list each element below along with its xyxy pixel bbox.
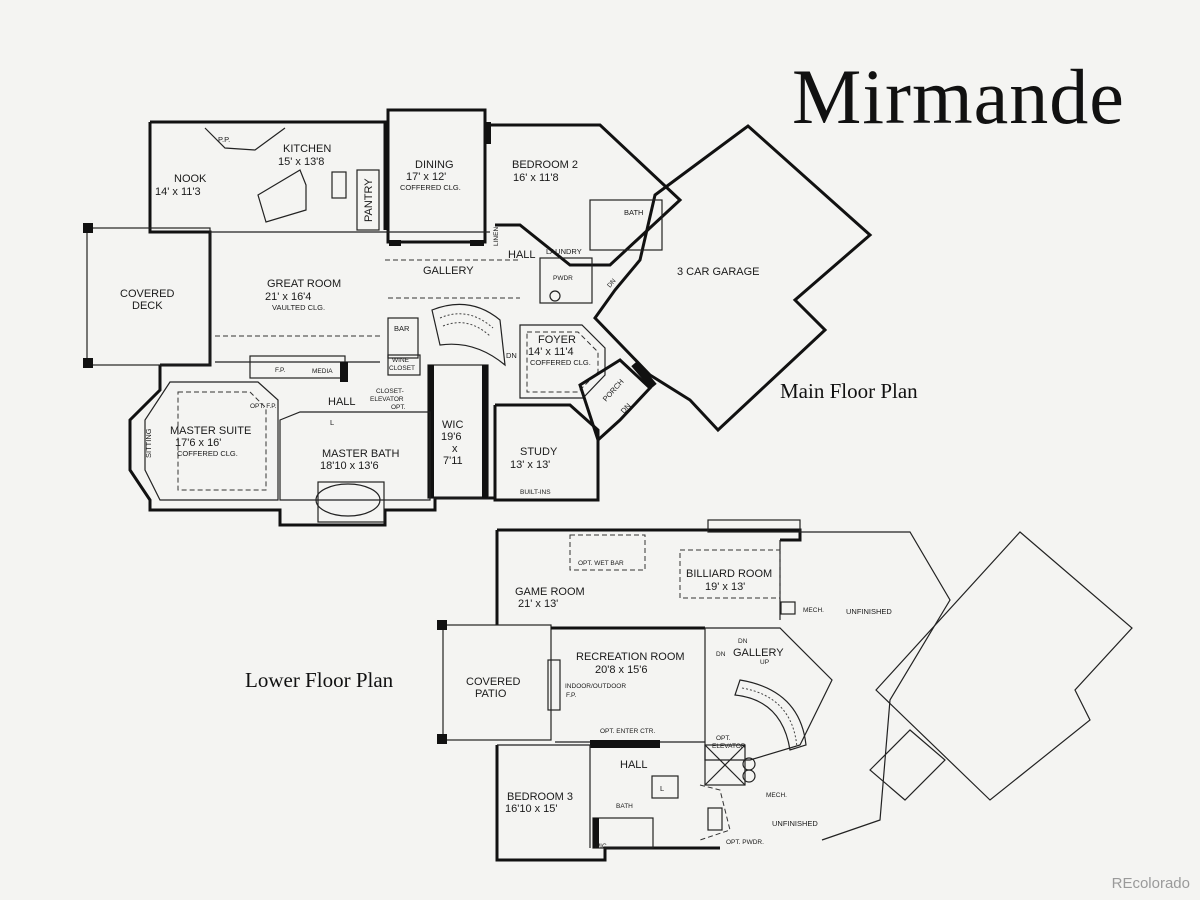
dn-label-porch: DN: [619, 401, 633, 415]
elevator-opt-label: OPT.: [391, 404, 406, 411]
dn-label-gallery-top: DN: [738, 638, 748, 645]
gallery-label-main: GALLERY: [423, 265, 474, 277]
indoor-outdoor-label: INDOOR/OUTDOOR: [565, 683, 626, 690]
unfinished-label-lower: UNFINISHED: [772, 819, 818, 828]
hall-label-lower: HALL: [620, 759, 648, 771]
master-suite-size: 17'6 x 16': [175, 437, 221, 449]
billiard-label: BILLIARD ROOM: [686, 568, 772, 580]
main-floor-caption: Main Floor Plan: [780, 379, 918, 403]
great-room-label: GREAT ROOM: [267, 278, 341, 290]
dining-size: 17' x 12': [406, 171, 446, 183]
bath-label-lower: BATH: [616, 803, 633, 810]
up-label: UP: [760, 659, 769, 666]
lower-floor-plan: [437, 519, 1133, 862]
opt-pwdr-label: OPT. PWDR.: [726, 839, 764, 846]
dn-label-gallery-left: DN: [716, 651, 726, 658]
billiard-size: 19' x 13': [705, 581, 745, 593]
opt-elevator-label: OPT.: [716, 735, 731, 742]
wic-size-x: x: [452, 443, 458, 455]
game-room-size: 21' x 13': [518, 598, 558, 610]
wine-label: WINE: [392, 357, 410, 364]
wic-size-1: 19'6: [441, 431, 461, 443]
indoor-outdoor-fp: F.P.: [566, 692, 577, 699]
game-room-label: GAME ROOM: [515, 586, 585, 598]
nook-label: NOOK: [174, 173, 207, 185]
garage-label: 3 CAR GARAGE: [677, 266, 760, 278]
master-suite-label: MASTER SUITE: [170, 425, 251, 437]
dn-label-main: DN: [606, 277, 618, 289]
linen-label: LINEN: [493, 227, 500, 246]
pantry-label: PANTRY: [363, 178, 375, 222]
porch-label: PORCH: [601, 377, 626, 403]
wic-label-lower: WIC: [594, 843, 607, 850]
bedroom2-size: 16' x 11'8: [513, 172, 559, 184]
enter-ctr-label: OPT. ENTER CTR.: [600, 728, 655, 735]
kitchen-label: KITCHEN: [283, 143, 331, 155]
laundry-label: LAUNDRY: [546, 247, 582, 256]
master-suite-note: COFFERED CLG.: [177, 449, 238, 458]
bar-label: BAR: [394, 324, 410, 333]
recreation-size: 20'8 x 15'6: [595, 664, 648, 676]
fp-label: F.P.: [275, 367, 286, 374]
gallery-label-lower: GALLERY: [733, 647, 784, 659]
media-label: MEDIA: [312, 368, 333, 375]
mech-label-top: MECH.: [803, 607, 824, 614]
bedroom2-label: BEDROOM 2: [512, 159, 578, 171]
wic-size-2: 7'11: [443, 455, 463, 467]
dining-label: DINING: [415, 159, 454, 171]
l-label-master: L: [330, 418, 334, 427]
watermark: REcolorado: [1111, 875, 1190, 892]
foyer-label: FOYER: [538, 334, 576, 346]
recreation-label: RECREATION ROOM: [576, 651, 685, 663]
bath-label-main: BATH: [624, 208, 643, 217]
elevator-label: ELEVATOR: [370, 396, 404, 403]
opt-elevator-label-2: ELEVATOR: [712, 743, 746, 750]
foyer-note: COFFERED CLG.: [530, 358, 591, 367]
pf-label: P.P.: [218, 135, 230, 144]
dining-note: COFFERED CLG.: [400, 183, 461, 192]
wet-bar-label: OPT. WET BAR: [578, 560, 624, 567]
hall-label-master: HALL: [328, 396, 356, 408]
bedroom3-size: 16'10 x 15': [505, 803, 558, 815]
great-room-size: 21' x 16'4: [265, 291, 311, 303]
lower-floor-caption: Lower Floor Plan: [245, 668, 394, 692]
mech-label-lower: MECH.: [766, 792, 787, 799]
plan-title: Mirmande: [792, 53, 1125, 140]
master-bath-label: MASTER BATH: [322, 448, 399, 460]
wic-label-main: WIC: [442, 419, 463, 431]
study-size: 13' x 13': [510, 459, 550, 471]
sitting-label: SITTING: [144, 428, 153, 458]
opt-fp-label: OPT. F.P.: [250, 403, 277, 410]
hall-label-main: HALL: [508, 249, 536, 261]
great-room-note: VAULTED CLG.: [272, 303, 325, 312]
dn-label-foyer: DN: [506, 351, 517, 360]
covered-deck-label-2: DECK: [132, 300, 163, 312]
closet-label: CLOSET-: [376, 388, 404, 395]
bedroom3-label: BEDROOM 3: [507, 791, 573, 803]
pwdr-label: PWDR: [553, 275, 573, 282]
nook-size: 14' x 11'3: [155, 186, 201, 198]
covered-patio-label: COVERED: [466, 676, 520, 688]
covered-deck-label: COVERED: [120, 288, 174, 300]
wine-closet-label: CLOSET: [389, 365, 415, 372]
l-label-lower: L: [660, 784, 664, 793]
study-label: STUDY: [520, 446, 558, 458]
foyer-size: 14' x 11'4: [528, 346, 574, 358]
kitchen-size: 15' x 13'8: [278, 156, 324, 168]
covered-patio-label-2: PATIO: [475, 688, 507, 700]
built-ins-label: BUILT-INS: [520, 489, 551, 496]
unfinished-label-top: UNFINISHED: [846, 607, 892, 616]
master-bath-size: 18'10 x 13'6: [320, 460, 379, 472]
main-floor-plan: [83, 108, 873, 527]
